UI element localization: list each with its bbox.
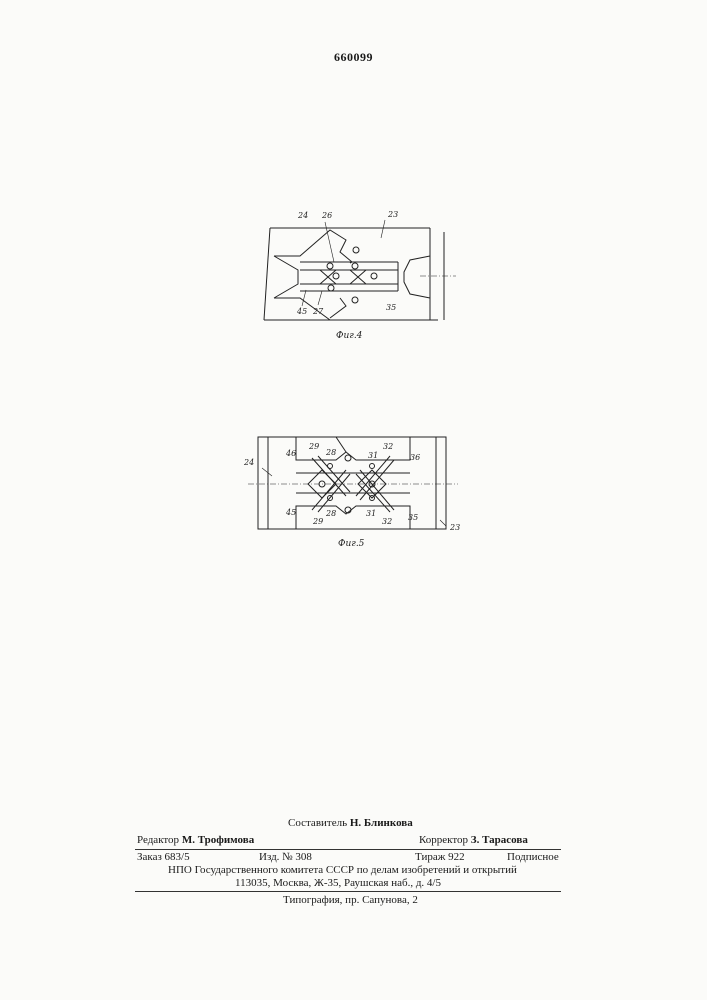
divider-bottom (135, 891, 561, 892)
compiler-line: Составитель Н. Блинкова (288, 817, 413, 830)
order-number: Заказ 683/5 (137, 851, 190, 864)
subscription: Подписное (507, 851, 559, 864)
fig5-label-29-top: 29 (308, 442, 319, 451)
fig5-caption: Фиг.5 (338, 539, 365, 549)
printer: Типография, пр. Сапунова, 2 (283, 894, 418, 907)
circulation: Тираж 922 (415, 851, 465, 864)
corrector-label: Корректор (419, 834, 468, 846)
fig5-label-28-top: 28 (325, 448, 336, 457)
editor-name: М. Трофимова (182, 834, 254, 846)
fig5-label-35: 35 (408, 513, 418, 522)
fig5-label-23: 23 (449, 523, 460, 532)
fig5-label-45: 45 (285, 508, 296, 517)
fig5-label-32-top: 32 (383, 442, 393, 451)
fig5-label-31-top: 31 (368, 451, 378, 460)
edition-number: Изд. № 308 (259, 851, 312, 864)
compiler-name: Н. Блинкова (350, 817, 413, 829)
fig5-label-36: 36 (410, 453, 420, 462)
editor-label: Редактор (137, 834, 179, 846)
fig5-label-46: 46 (285, 449, 296, 458)
corrector-line: Корректор З. Тарасова (419, 834, 528, 847)
address: 113035, Москва, Ж-35, Раушская наб., д. … (235, 877, 441, 890)
fig5-label-32-bottom: 32 (382, 517, 392, 526)
editor-line: Редактор М. Трофимова (137, 834, 254, 847)
corrector-name: З. Тарасова (471, 834, 528, 846)
fig5-label-31-bottom: 31 (366, 509, 376, 518)
divider-top (135, 849, 561, 850)
compiler-label: Составитель (288, 817, 347, 829)
fig5-label-28-bottom: 28 (325, 509, 336, 518)
fig5-label-29-bottom: 29 (312, 517, 323, 526)
organization: НПО Государственного комитета СССР по де… (168, 864, 517, 877)
fig5-label-24: 24 (243, 458, 254, 467)
